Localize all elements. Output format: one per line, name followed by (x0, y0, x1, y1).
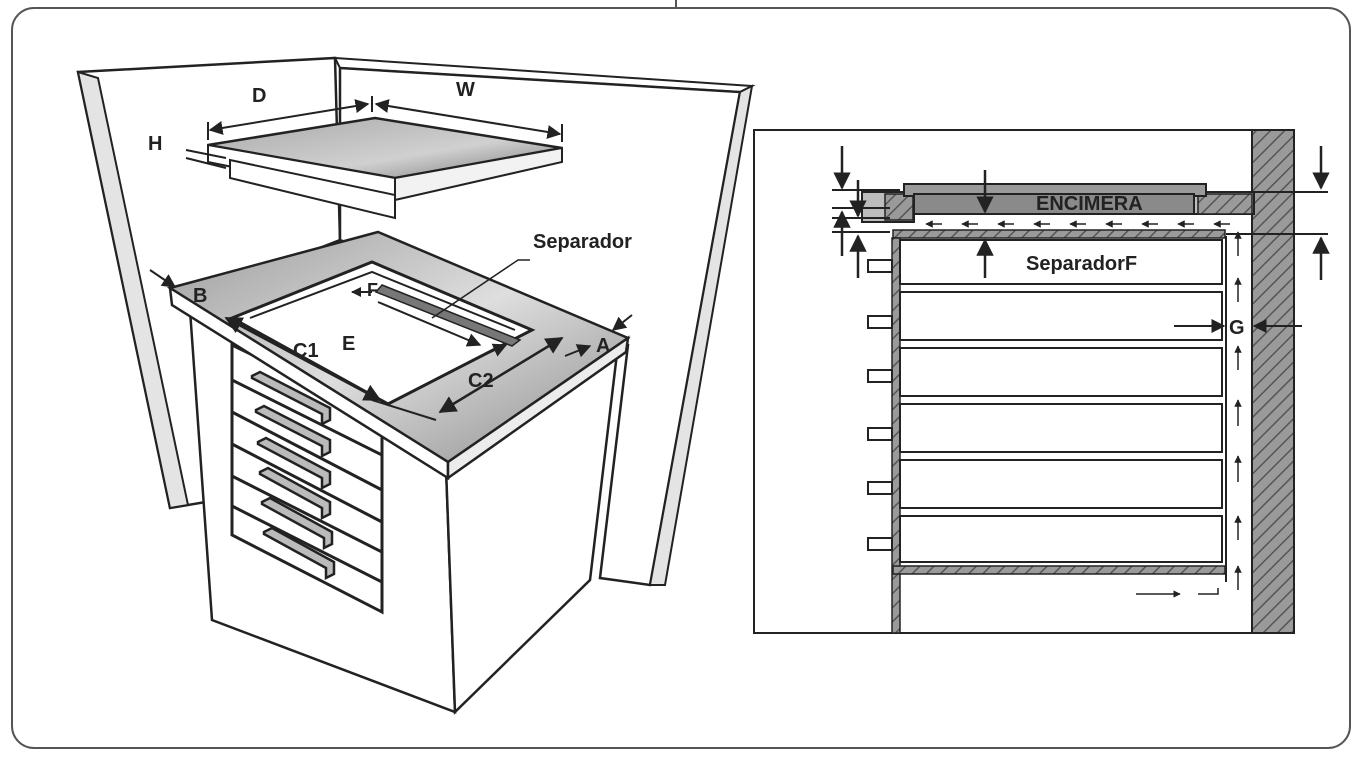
drawers-section (899, 239, 1223, 563)
label-d: D (252, 85, 266, 107)
worktop-back-hatch (1197, 193, 1253, 215)
hob-side (394, 146, 563, 202)
label-separador-f: SeparadorF (1026, 253, 1137, 275)
a-arrow-top (611, 314, 633, 331)
w-dimension-arrow (374, 99, 562, 139)
label-b: B (193, 285, 207, 307)
airflow-in-right (1198, 588, 1219, 595)
cross-section-diagram: ENCIMERA (753, 129, 1330, 634)
label-encimera: ENCIMERA (1036, 193, 1143, 215)
d-dimension-arrow (208, 99, 370, 135)
b-arrow (149, 269, 177, 288)
label-a: A (596, 335, 610, 357)
h-ext-2 (185, 157, 227, 169)
c2-dimension-arrow (438, 336, 564, 414)
cutout-inner-edge (249, 270, 516, 331)
label-h: H (148, 133, 162, 155)
label-c1: C1 (293, 340, 319, 362)
drawer-knobs (867, 259, 893, 551)
c1-ext (371, 399, 437, 421)
label-c2: C2 (468, 370, 494, 392)
cabinet-isometric-diagram: D W H Separa (76, 56, 756, 715)
hatched-wall (1251, 129, 1295, 634)
cabinet-base (892, 565, 1226, 575)
left-wall-edge (76, 70, 190, 510)
label-f: F (367, 280, 378, 300)
h-ext-1 (185, 149, 227, 159)
c1-dimension-arrow (224, 316, 382, 402)
a-arrow-bottom (564, 344, 592, 358)
label-w: W (456, 79, 475, 101)
separador-leader (431, 259, 530, 319)
label-g: G (1229, 317, 1245, 339)
hob-body (229, 158, 396, 220)
right-wall-edge (648, 84, 754, 586)
c2-small-arrow (485, 343, 508, 357)
label-e: E (342, 333, 355, 355)
label-separador: Separador (533, 231, 632, 253)
separador-strip (892, 229, 1226, 239)
